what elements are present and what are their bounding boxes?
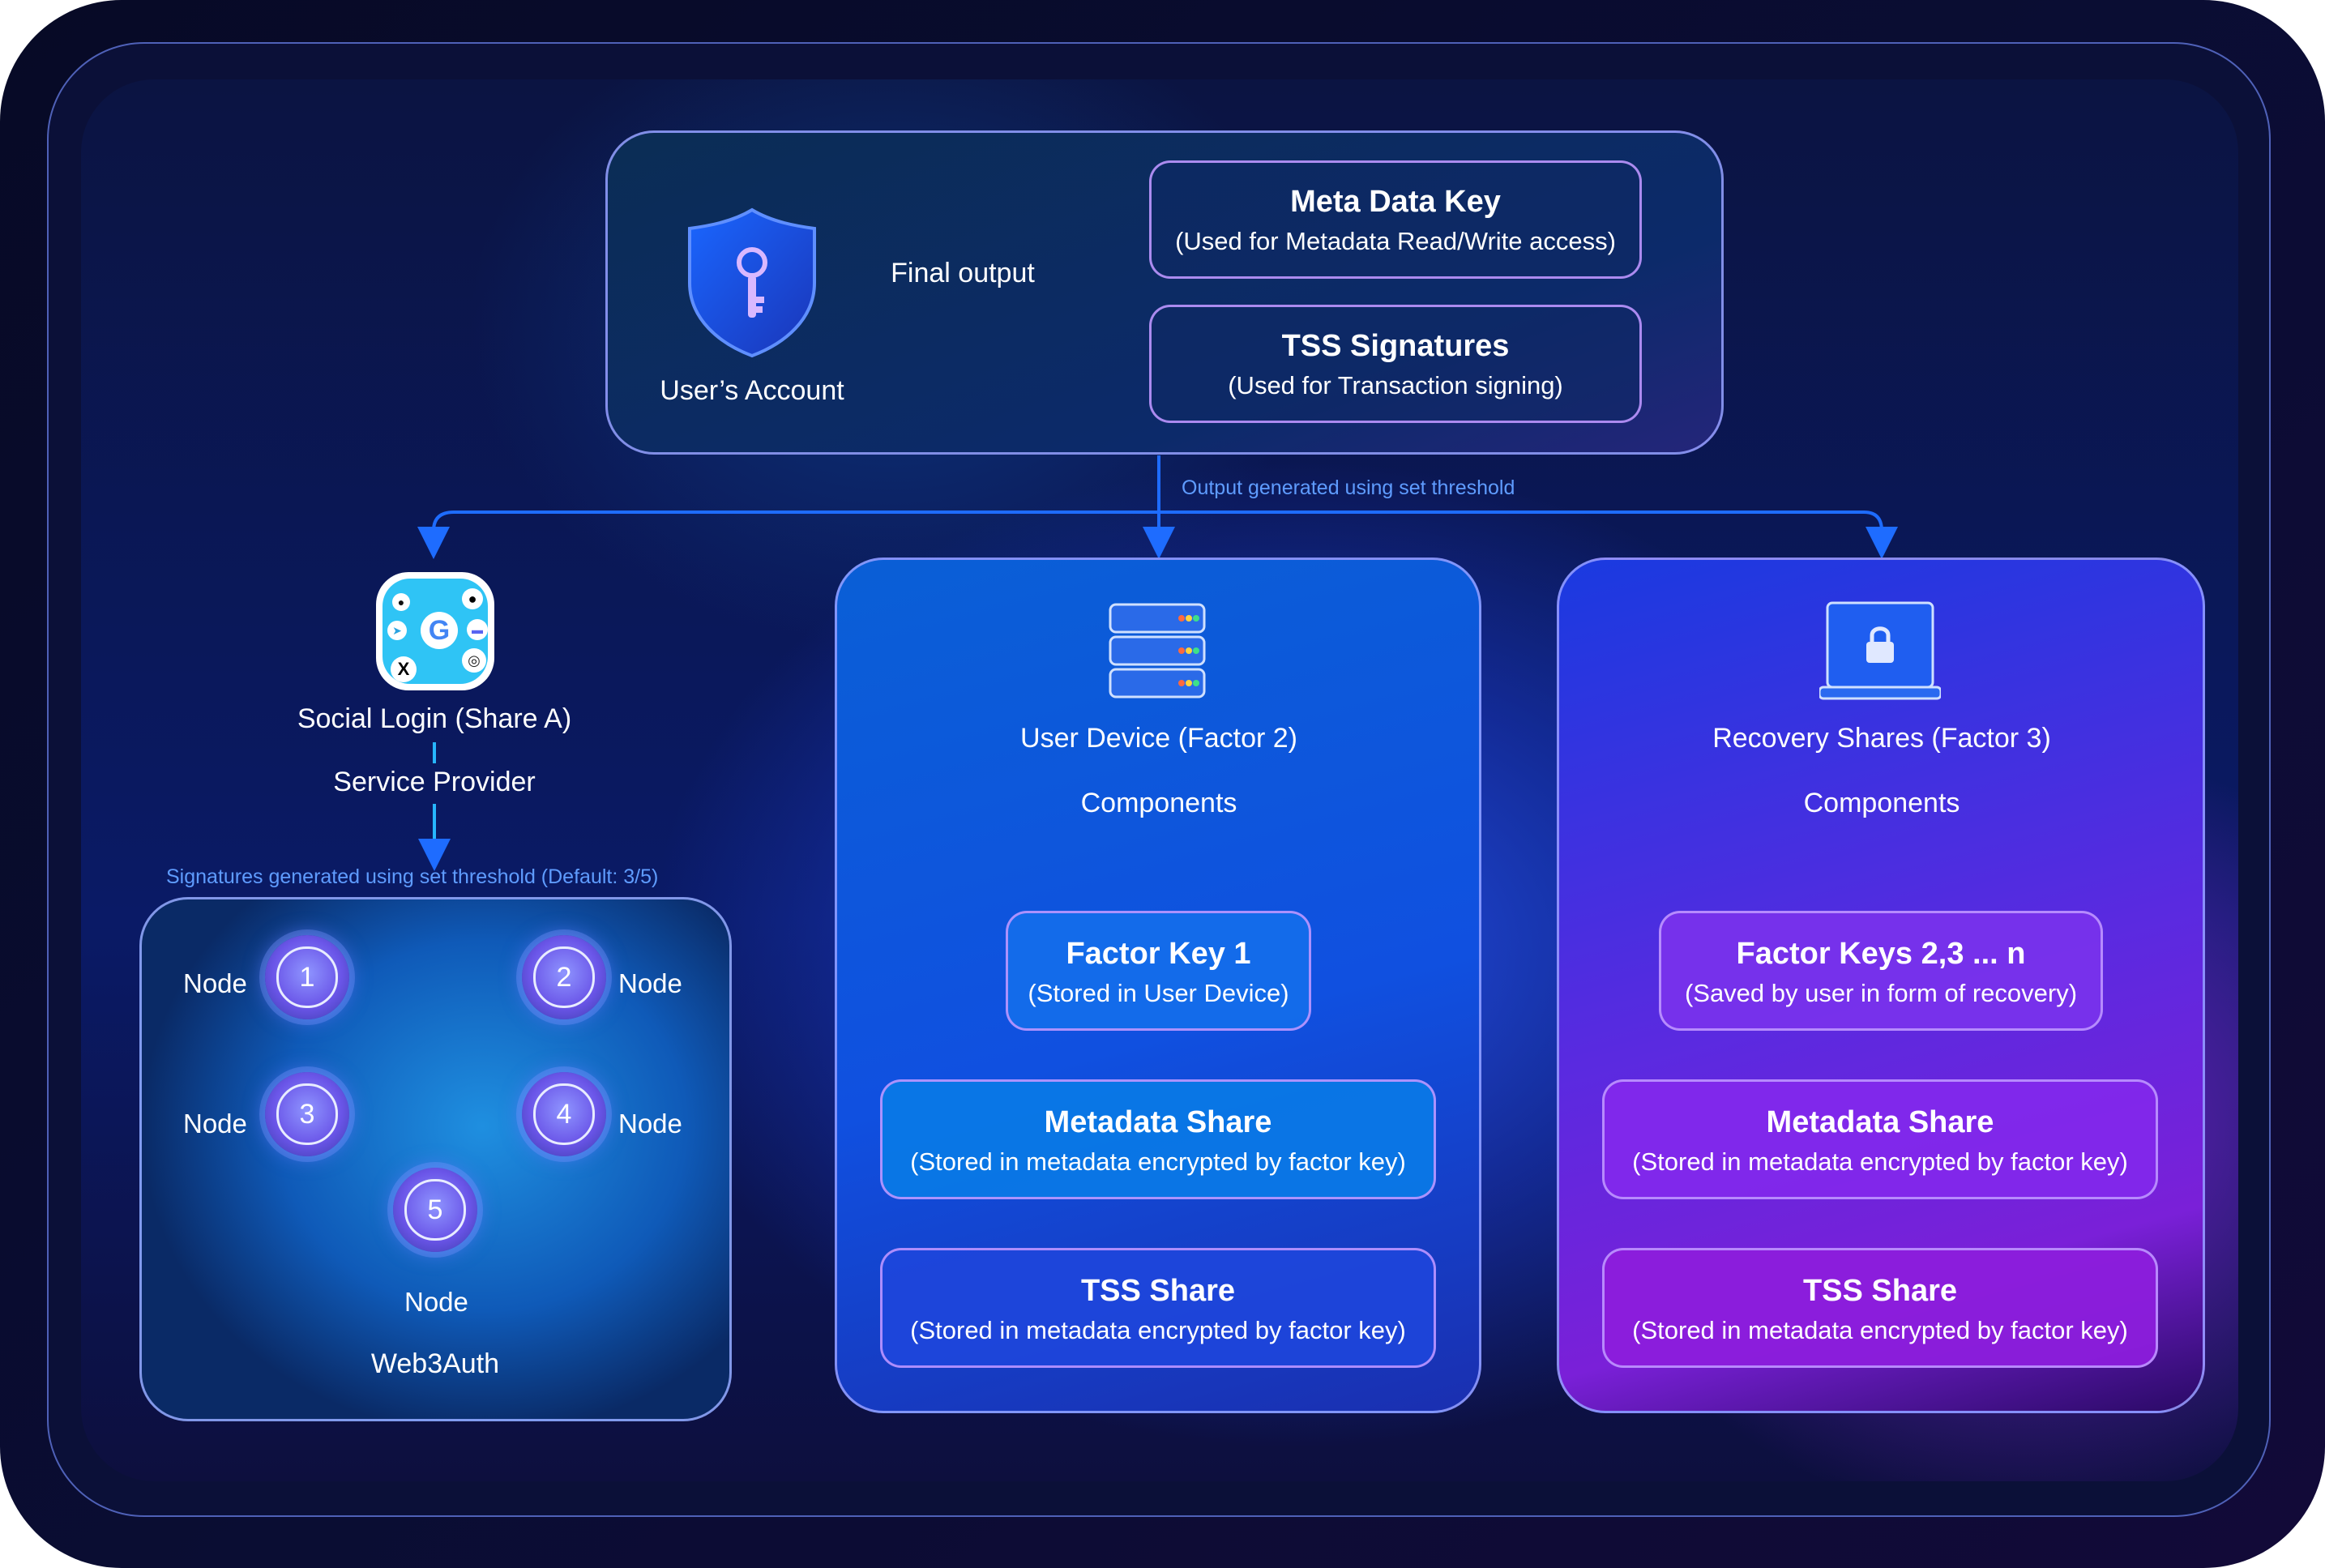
device-metadata-share-subtitle: (Stored in metadata encrypted by factor …	[910, 1147, 1406, 1176]
shield-key-icon	[688, 207, 816, 358]
x-icon: X	[391, 656, 417, 682]
apple-icon: ●	[462, 588, 483, 609]
tss-signatures-box: TSS Signatures (Used for Transaction sig…	[1149, 305, 1642, 423]
node-1-label: Node	[183, 968, 247, 998]
node-2: 2	[522, 935, 606, 1019]
signatures-note: Signatures generated using set threshold…	[166, 865, 659, 888]
recovery-metadata-share-subtitle: (Stored in metadata encrypted by factor …	[1632, 1147, 2128, 1176]
factor-key-1-title: Factor Key 1	[1066, 937, 1251, 971]
recovery-components-label: Components	[1803, 788, 1960, 818]
social-login-label: Social Login (Share A)	[297, 703, 572, 734]
discord-icon: ▬	[467, 619, 488, 640]
recovery-tss-share-title: TSS Share	[1802, 1274, 1958, 1308]
recovery-metadata-share-box: Metadata Share (Stored in metadata encry…	[1602, 1079, 2158, 1199]
node-2-number: 2	[533, 946, 595, 1008]
web3auth-label: Web3Auth	[370, 1348, 500, 1379]
node-5-label: Node	[404, 1287, 468, 1317]
user-device-label: User Device (Factor 2)	[1020, 723, 1297, 754]
factor-keys-box: Factor Keys 2,3 ... n (Saved by user in …	[1659, 911, 2103, 1031]
node-1: 1	[265, 935, 349, 1019]
recovery-metadata-share-title: Metadata Share	[1766, 1105, 1994, 1139]
laptop-lock-icon	[1819, 601, 1941, 700]
tss-signatures-title: TSS Signatures	[1281, 329, 1510, 363]
recovery-tss-share-subtitle: (Stored in metadata encrypted by factor …	[1632, 1316, 2128, 1344]
device-metadata-share-box: Metadata Share (Stored in metadata encry…	[880, 1079, 1436, 1199]
telegram-icon: ➤	[387, 621, 407, 640]
node-3: 3	[265, 1072, 349, 1156]
factor-key-1-subtitle: (Stored in User Device)	[1028, 979, 1289, 1007]
node-4-number: 4	[533, 1083, 595, 1145]
server-stack-icon	[1109, 603, 1206, 699]
device-tss-share-box: TSS Share (Stored in metadata encrypted …	[880, 1248, 1436, 1368]
node-4-label: Node	[618, 1109, 682, 1139]
node-2-label: Node	[618, 968, 682, 998]
users-account-label: User’s Account	[660, 375, 844, 406]
node-5: 5	[393, 1168, 477, 1252]
node-5-number: 5	[404, 1179, 466, 1241]
device-tss-share-subtitle: (Stored in metadata encrypted by factor …	[910, 1316, 1406, 1344]
arrow-to-social	[417, 511, 455, 559]
node-4: 4	[522, 1072, 606, 1156]
factor-keys-title: Factor Keys 2,3 ... n	[1736, 937, 2026, 971]
recovery-shares-label: Recovery Shares (Factor 3)	[1712, 723, 2051, 754]
tss-signatures-subtitle: (Used for Transaction signing)	[1228, 371, 1563, 399]
factor-keys-subtitle: (Saved by user in form of recovery)	[1684, 979, 2078, 1007]
device-tss-share-title: TSS Share	[1080, 1274, 1236, 1308]
service-provider-label: Service Provider	[333, 767, 536, 797]
meta-data-key-box: Meta Data Key (Used for Metadata Read/Wr…	[1149, 160, 1642, 279]
instagram-icon: ◎	[462, 648, 486, 673]
factor-key-1-box: Factor Key 1 (Stored in User Device)	[1006, 911, 1311, 1031]
threshold-note: Output generated using set threshold	[1182, 476, 1515, 499]
final-output-label: Final output	[891, 258, 1035, 288]
node-1-number: 1	[276, 946, 338, 1008]
meta-data-key-title: Meta Data Key	[1290, 185, 1501, 219]
social-login-icon: G X ● ▬ ◎ ➤ ●	[376, 572, 494, 690]
recovery-tss-share-box: TSS Share (Stored in metadata encrypted …	[1602, 1248, 2158, 1368]
device-metadata-share-title: Metadata Share	[1044, 1105, 1272, 1139]
github-icon: ●	[392, 593, 410, 611]
device-components-label: Components	[1080, 788, 1237, 818]
node-3-label: Node	[183, 1109, 247, 1139]
node-3-number: 3	[276, 1083, 338, 1145]
meta-data-key-subtitle: (Used for Metadata Read/Write access)	[1175, 227, 1616, 255]
web3auth-panel	[139, 897, 732, 1421]
google-icon: G	[421, 612, 458, 649]
arrow-to-recovery	[1863, 511, 1898, 559]
